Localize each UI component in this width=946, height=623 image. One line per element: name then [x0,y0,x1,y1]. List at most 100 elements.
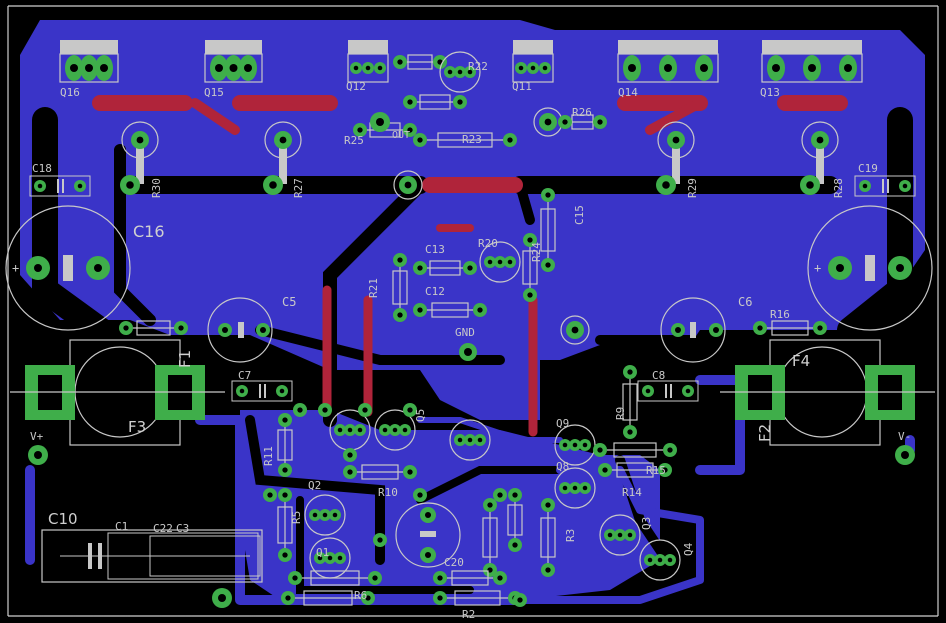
label-r30: R30 [150,178,163,198]
svg-text:+: + [12,261,19,275]
pad [753,321,767,335]
res-r10-body [343,464,417,480]
pad [453,95,467,109]
capacitor-c5 [207,297,273,363]
label-r10: R10 [378,486,398,499]
pad [278,488,292,502]
res-r12 [119,320,188,336]
pad [433,55,447,69]
via [358,403,372,417]
top-traces [92,95,848,437]
to220-pin [767,55,785,81]
pad [119,321,133,335]
via [403,403,417,417]
label-r25: R25 [344,134,364,147]
pad [664,554,676,566]
pad [281,591,295,605]
pad [464,434,476,446]
label-c7: C7 [238,369,251,382]
pad [278,413,292,427]
via [493,488,507,502]
transistor-q2 [304,494,346,536]
label-c12: C12 [425,285,445,298]
pad [654,554,666,566]
pad [309,509,321,521]
to220-pin [239,55,257,81]
pad [593,443,607,457]
transistor-q6 [329,409,371,451]
res-r18 [413,302,487,318]
transistor-q9 [554,424,596,466]
res-r11-body [277,413,293,477]
to220-pin [803,55,821,81]
via [513,593,527,607]
fuse-holder-left [10,339,225,446]
pad [403,95,417,109]
res-r22-area [403,94,467,110]
pad [811,131,829,149]
pad [324,552,336,564]
to92-pin [362,62,374,74]
vminus-pad [895,445,915,465]
label-r11: R11 [262,446,275,466]
to220-1 [204,40,263,83]
label-r23: R23 [462,133,482,146]
pad [623,425,637,439]
pad [484,256,496,268]
to220-4 [617,40,719,83]
label-c1: C10 [48,510,78,528]
label-c13: C13 [425,243,445,256]
pad [566,321,584,339]
to220-0 [59,40,119,83]
to220-pin [224,55,243,81]
to92-pin [350,62,362,74]
label-out: OUT [392,130,410,141]
pad [274,131,292,149]
pad [508,538,522,552]
pad [541,563,555,577]
power-transistor-row [59,40,863,83]
pad [474,434,486,446]
pad [598,463,612,477]
to220-3 [512,40,554,83]
pad [473,303,487,317]
res-r15-body [593,442,677,458]
pad [569,439,581,451]
to220-pin [95,55,113,81]
to92-pin [527,62,539,74]
transistor-q10 [479,241,521,283]
transistor-q4 [639,539,681,581]
pad [464,66,476,78]
svg-text:+: + [814,261,821,275]
label-c15: C15 [573,205,586,225]
pad [859,180,871,192]
res-r4 [288,570,382,586]
pad [559,482,571,494]
res-r23 [413,132,517,148]
pad [454,66,466,78]
pad [899,180,911,192]
capacitor-c16-right: + [807,205,933,331]
pad [278,548,292,562]
label-r14: R14 [622,486,642,499]
label-r9: R9 [614,407,627,420]
label-gnd: GND [455,326,475,339]
label-c6: C6 [738,295,752,309]
pad [493,571,507,585]
res-r8 [482,498,498,577]
pad [559,439,571,451]
label-r16: R16 [770,308,790,321]
label-r20: R20 [478,237,498,250]
to220-5 [761,40,863,83]
pad [236,385,248,397]
res-r24-body [522,233,538,302]
capacitor-c6 [660,297,726,363]
pad [663,443,677,457]
pad [288,571,302,585]
label-q2: Q2 [308,479,321,492]
cap-c4 [395,502,461,568]
res-r13 [507,488,523,552]
label-q8: Q8 [556,460,569,473]
pad [403,465,417,479]
